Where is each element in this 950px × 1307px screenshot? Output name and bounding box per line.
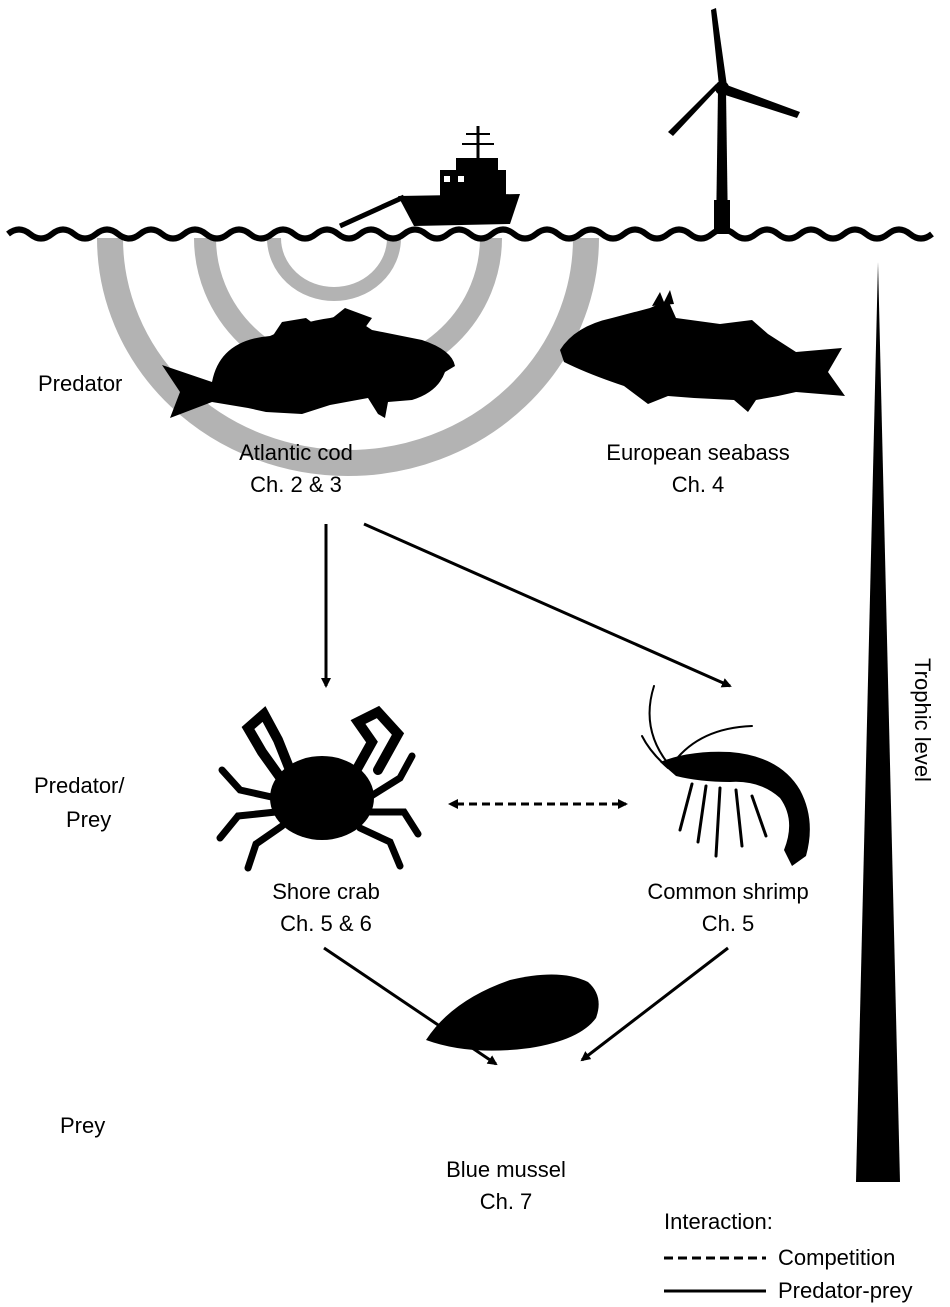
- trophic-level-label: Trophic level: [909, 658, 935, 782]
- species-name-blue-mussel: Blue mussel: [446, 1156, 566, 1184]
- european-seabass-icon: [560, 290, 845, 412]
- blue-mussel-icon: [426, 974, 599, 1050]
- species-chapter-common-shrimp: Ch. 5: [702, 910, 755, 938]
- sea-surface-wave: [8, 230, 932, 239]
- species-name-shore-crab: Shore crab: [272, 878, 380, 906]
- fishing-vessel-icon: [340, 126, 520, 226]
- level-label-predator: Predator: [38, 370, 122, 398]
- species-name-common-shrimp: Common shrimp: [647, 878, 808, 906]
- species-chapter-atlantic-cod: Ch. 2 & 3: [250, 471, 342, 499]
- species-chapter-european-seabass: Ch. 4: [672, 471, 725, 499]
- level-label-predator-prey-line1: Predator/: [34, 772, 125, 800]
- level-label-predator-prey-line2: Prey: [66, 806, 111, 834]
- species-name-european-seabass: European seabass: [606, 439, 789, 467]
- legend-title: Interaction:: [664, 1208, 773, 1236]
- shore-crab-icon: [220, 712, 418, 868]
- wind-turbine-icon: [668, 8, 800, 234]
- species-chapter-shore-crab: Ch. 5 & 6: [280, 910, 372, 938]
- sound-ring-inner: [274, 238, 394, 294]
- legend-competition-label: Competition: [778, 1244, 895, 1272]
- legend-predator-prey-label: Predator-prey: [778, 1277, 913, 1305]
- level-label-prey: Prey: [60, 1112, 105, 1140]
- species-chapter-blue-mussel: Ch. 7: [480, 1188, 533, 1216]
- arrow-cod-to-shrimp: [364, 524, 730, 686]
- common-shrimp-icon: [642, 686, 810, 866]
- trophic-level-wedge: [856, 262, 900, 1182]
- atlantic-cod-icon: [162, 308, 455, 418]
- species-name-atlantic-cod: Atlantic cod: [239, 439, 353, 467]
- arrow-shrimp-to-mussel: [582, 948, 728, 1060]
